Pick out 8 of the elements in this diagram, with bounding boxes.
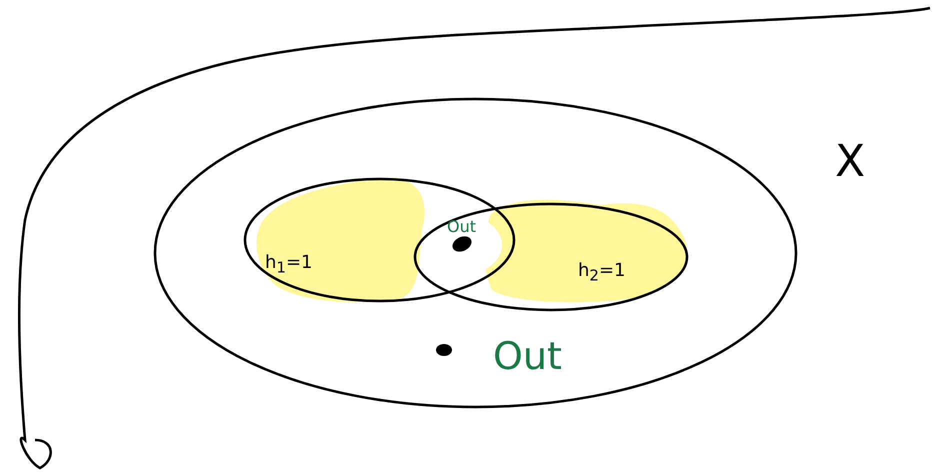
region-label: Out xyxy=(493,337,562,375)
region-label: Out xyxy=(447,219,476,235)
ellipse-region xyxy=(413,202,689,312)
set-label: X xyxy=(835,140,866,184)
ellipse-region xyxy=(153,97,798,409)
ellipse-region xyxy=(243,177,516,303)
region-label: h$_{2}$=1 xyxy=(578,262,626,284)
region-label: h$_{1}$=1 xyxy=(265,254,313,276)
